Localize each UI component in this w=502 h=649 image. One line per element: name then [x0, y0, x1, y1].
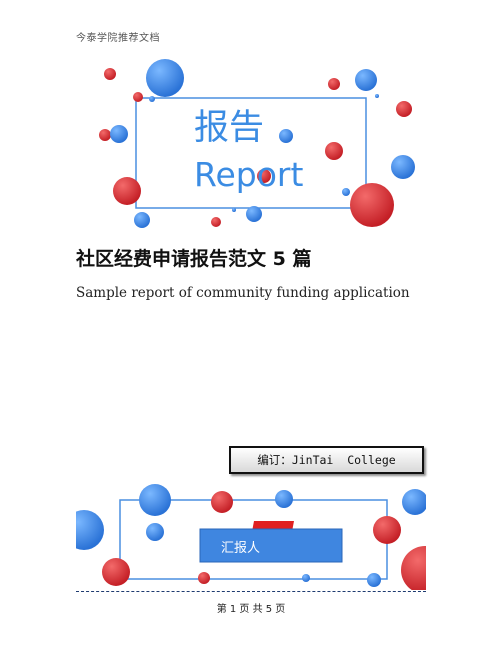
decor-circle	[198, 572, 210, 584]
editor-name: JinTai College	[291, 453, 396, 467]
decor-circle	[302, 574, 310, 582]
decor-circle	[391, 155, 415, 179]
decor-circle	[211, 217, 221, 227]
cover-title-cn: 报告	[194, 108, 264, 148]
decor-circle	[110, 125, 128, 143]
decor-circle	[342, 188, 350, 196]
cover-title-en: Report	[194, 155, 303, 194]
decor-circle	[149, 96, 155, 102]
decor-circle	[99, 129, 111, 141]
editor-label: 编订：	[257, 453, 292, 467]
reporter-banner	[199, 528, 343, 563]
decor-circle	[104, 68, 116, 80]
decor-circle	[211, 491, 233, 513]
decor-circle	[402, 489, 426, 515]
decor-circle	[102, 558, 130, 586]
decor-circle	[246, 206, 262, 222]
decor-circle	[401, 546, 426, 590]
page-number-text: 第 1 页 共 5 页	[216, 604, 286, 615]
editor-box: 编订：JinTai College	[229, 446, 424, 474]
decor-circle	[76, 510, 104, 550]
footer-divider	[76, 591, 426, 592]
document-header: 今泰学院推荐文档	[76, 33, 160, 44]
decor-circle	[328, 78, 340, 90]
decor-circle	[134, 212, 150, 228]
bottom-graphic: 汇报人	[76, 484, 426, 590]
reporter-label: 汇报人	[221, 541, 260, 556]
decor-circle	[396, 101, 412, 117]
decor-circle	[133, 92, 143, 102]
decor-circle	[139, 484, 171, 516]
decor-circle	[375, 94, 379, 98]
decor-circle	[232, 208, 236, 212]
decor-circle	[367, 573, 381, 587]
decor-circle	[350, 183, 394, 227]
document-title: 社区经费申请报告范文 5 篇	[76, 248, 312, 270]
decor-circle	[146, 59, 184, 97]
decor-circle	[279, 129, 293, 143]
decor-circle	[275, 490, 293, 508]
decor-circle	[146, 523, 164, 541]
document-subtitle: Sample report of community funding appli…	[76, 285, 410, 301]
page-number: 第 1 页 共 5 页	[0, 600, 502, 615]
decor-circle	[373, 516, 401, 544]
decor-circle	[113, 177, 141, 205]
decor-circle	[325, 142, 343, 160]
decor-circle	[257, 169, 271, 183]
decor-circle	[355, 69, 377, 91]
cover-graphic: 报告 Report	[99, 59, 415, 228]
